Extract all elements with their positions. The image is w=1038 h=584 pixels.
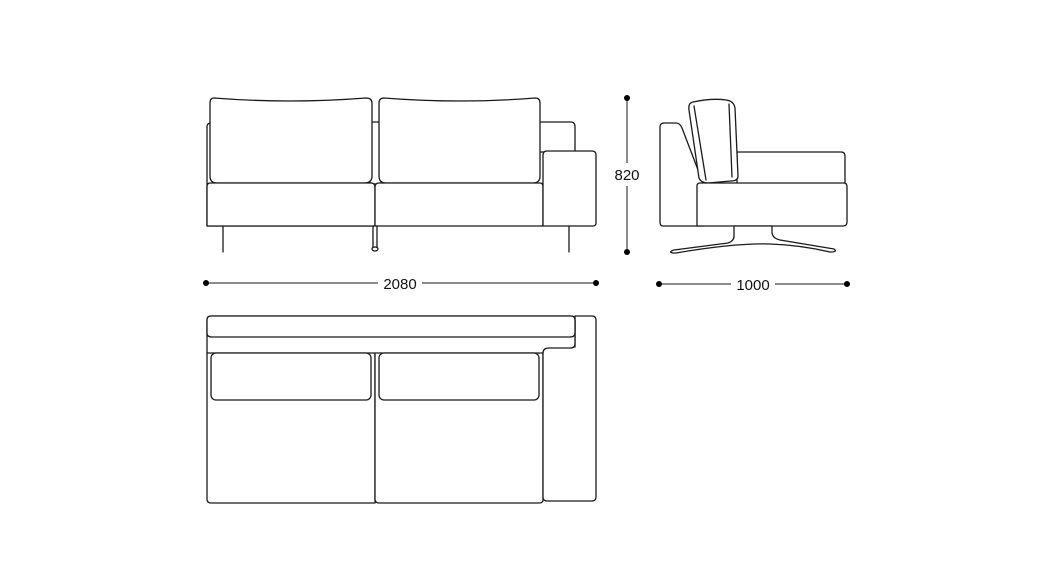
dimension-endpoint [844, 281, 850, 287]
arm-right [542, 150, 597, 227]
leg-center [372, 225, 378, 249]
plan-view [206, 315, 597, 504]
plan-back-cushion-left [210, 352, 372, 401]
back-cushion-left [209, 97, 373, 184]
arm-back-piece [537, 121, 576, 153]
depth-dimension: 1000 [656, 277, 850, 294]
seat-right [374, 182, 544, 227]
depth-label: 1000 [736, 277, 769, 294]
dimension-endpoint [593, 280, 599, 286]
leg-center-foot [371, 246, 379, 252]
side-frame [659, 122, 704, 227]
back-cushion-right [378, 97, 541, 184]
dimension-endpoint [656, 281, 662, 287]
width-dimension: 2080 [203, 276, 599, 293]
plan-backrest-top [206, 315, 576, 338]
height-dimension: 820 [614, 95, 640, 255]
width-label: 2080 [383, 276, 416, 293]
dimension-endpoint [624, 249, 630, 255]
seat-left [206, 182, 376, 227]
side-back-cushion [688, 98, 739, 184]
side-view [659, 98, 848, 254]
front-view [206, 97, 597, 253]
side-back-rest [736, 151, 846, 185]
dimension-endpoint [203, 280, 209, 286]
side-back-cushion-seam [693, 103, 733, 181]
dimension-endpoint [624, 95, 630, 101]
height-label: 820 [614, 167, 639, 184]
swivel-base [670, 225, 836, 254]
side-seat [696, 182, 848, 227]
plan-back-cushion-right [378, 352, 540, 401]
